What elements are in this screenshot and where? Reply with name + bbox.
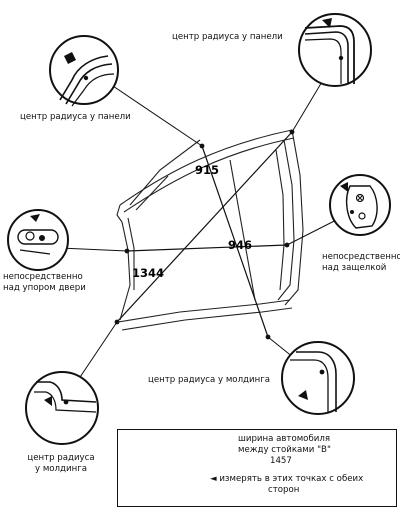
line-1344 xyxy=(116,131,293,323)
label-above-door-stop-1: непосредственно xyxy=(3,272,83,282)
arrow-icon xyxy=(322,18,332,28)
line-915 xyxy=(201,145,269,338)
callout-molding-left xyxy=(25,371,99,445)
legend-title-2: между стойками "В" xyxy=(238,445,331,455)
callout-door-stop xyxy=(7,209,69,271)
label-above-latch-2: над защелкой xyxy=(322,263,387,273)
measurement-lines xyxy=(116,131,293,338)
callout-panel-top xyxy=(298,13,372,87)
line-946 xyxy=(126,244,288,252)
label-molding-radius-left-2: у молдинга xyxy=(35,464,87,474)
label-panel-radius-top: центр радиуса у панели xyxy=(172,32,283,42)
legend-value: 1457 xyxy=(270,456,292,466)
arrow-icon xyxy=(298,390,308,400)
arrow-icon xyxy=(44,396,52,406)
callout-latch xyxy=(329,174,391,236)
label-molding-radius-left-1: центр радиуса xyxy=(27,453,95,463)
arrow-icon xyxy=(30,214,40,222)
legend-note-2: сторон xyxy=(268,485,300,495)
legend-box: ширина автомобиля между стойками "В" 145… xyxy=(117,429,397,507)
measurement-946: 946 xyxy=(228,238,253,252)
legend-title-1: ширина автомобиля xyxy=(238,434,330,444)
callout-molding-right xyxy=(281,341,355,415)
vehicle-body-outline xyxy=(116,129,304,331)
label-above-latch-1: непосредственно xyxy=(322,252,400,262)
measurement-915: 915 xyxy=(195,163,220,177)
callout-panel-left xyxy=(49,35,119,107)
label-above-door-stop-2: над упором двери xyxy=(3,283,86,293)
label-molding-radius-right: центр радиуса у молдинга xyxy=(148,375,270,385)
measurement-points xyxy=(114,129,295,340)
arrow-icon xyxy=(64,52,76,64)
legend-note-1: ◄ измерять в этих точках с обеих xyxy=(210,474,364,484)
label-panel-radius-left: центр радиуса у панели xyxy=(20,112,131,122)
arrow-icon xyxy=(340,182,348,192)
measurement-1344: 1344 xyxy=(132,266,165,280)
